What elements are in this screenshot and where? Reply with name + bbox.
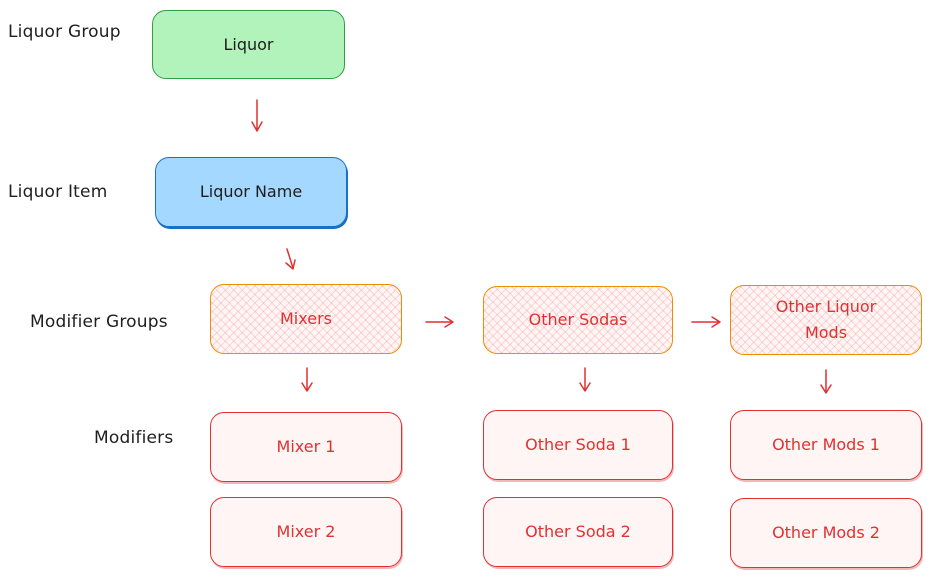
liquor-group-node-label: Liquor <box>223 34 274 54</box>
arrow-liquor-to-liquor-name <box>251 99 263 132</box>
modifier-other-soda-1-label: Other Soda 1 <box>525 435 631 454</box>
modifier-group-mixers-label: Mixers <box>280 309 332 328</box>
modifier-other-mods-2-node[interactable]: Other Mods 2 <box>730 498 922 568</box>
arrow-mixers-to-mixer-1 <box>301 367 313 392</box>
modifier-other-mods-1-label: Other Mods 1 <box>772 435 880 454</box>
modifier-other-soda-2-node[interactable]: Other Soda 2 <box>483 497 673 567</box>
modifier-mixer-2-label: Mixer 2 <box>276 522 336 541</box>
modifier-other-soda-2-label: Other Soda 2 <box>525 522 631 541</box>
modifier-group-other-sodas-label: Other Sodas <box>528 310 628 329</box>
liquor-item-node[interactable]: Liquor Name <box>155 157 347 227</box>
modifier-other-soda-1-node[interactable]: Other Soda 1 <box>483 410 673 480</box>
row-label-modifiers: Modifiers <box>94 428 174 448</box>
liquor-group-node[interactable]: Liquor <box>152 10 345 79</box>
arrow-other-sodas-to-other-liquor-mods <box>691 316 721 328</box>
row-label-liquor-item: Liquor Item <box>8 182 108 202</box>
modifier-group-other-liquor-mods-node[interactable]: Other Liquor Mods <box>730 285 922 355</box>
liquor-item-node-label: Liquor Name <box>199 182 303 201</box>
modifier-mixer-1-node[interactable]: Mixer 1 <box>210 412 402 482</box>
row-label-liquor-group: Liquor Group <box>8 22 121 42</box>
arrow-other-sodas-to-other-soda-1 <box>579 367 591 392</box>
modifier-group-other-sodas-node[interactable]: Other Sodas <box>483 286 673 354</box>
arrow-liquor-name-to-mixers <box>285 248 296 270</box>
modifier-other-mods-2-label: Other Mods 2 <box>772 523 880 542</box>
modifier-mixer-2-node[interactable]: Mixer 2 <box>210 497 402 567</box>
modifier-other-mods-1-node[interactable]: Other Mods 1 <box>730 410 922 480</box>
arrow-other-liquor-mods-to-other-mods-1 <box>820 369 832 394</box>
row-label-modifier-groups: Modifier Groups <box>30 312 168 332</box>
modifier-group-other-liquor-mods-label: Other Liquor Mods <box>775 297 877 342</box>
arrow-mixers-to-other-sodas <box>425 316 454 328</box>
modifier-mixer-1-label: Mixer 1 <box>276 437 336 456</box>
modifier-group-mixers-node[interactable]: Mixers <box>210 284 402 354</box>
